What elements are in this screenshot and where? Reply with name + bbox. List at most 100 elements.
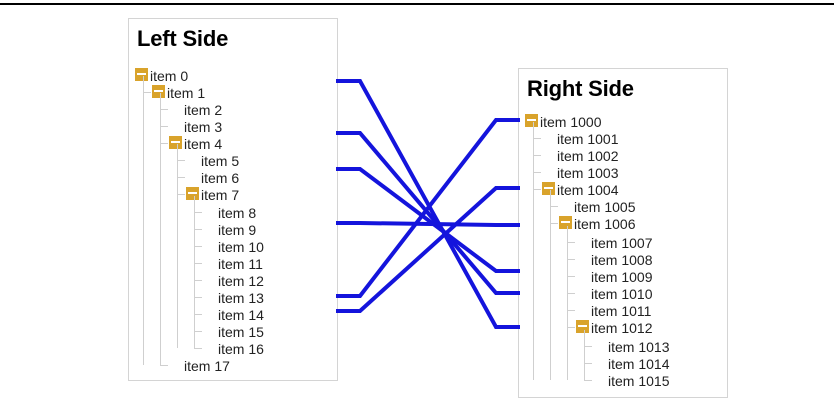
right-tree-node-label: item 1002 <box>557 148 619 165</box>
right-tree-node[interactable]: item 1010 <box>576 285 653 303</box>
link-item9-to-item1006[interactable] <box>336 221 520 227</box>
right-tree-node[interactable]: item 1014 <box>593 355 670 373</box>
top-divider-rule <box>0 3 834 5</box>
right-tree-node-label: item 1014 <box>608 356 670 373</box>
collapse-minus-icon[interactable] <box>525 114 538 127</box>
left-tree-node[interactable]: item 8 <box>203 204 257 222</box>
right-tree-node[interactable]: item 1008 <box>576 251 652 268</box>
left-tree-node[interactable]: item 0 <box>135 67 189 85</box>
right-tree-node[interactable]: item 1007 <box>576 234 653 252</box>
left-tree-node-label: item 5 <box>201 153 240 170</box>
tree-guide-horizontal <box>567 327 575 328</box>
tree-guide-horizontal <box>567 276 575 277</box>
left-tree-node-label: item 4 <box>184 136 223 153</box>
right-tree-node[interactable]: item 1013 <box>593 338 670 356</box>
right-tree-node[interactable]: item 1002 <box>542 147 619 165</box>
right-tree-node[interactable]: item 1005 <box>559 198 635 215</box>
tree-guide-horizontal <box>567 293 575 294</box>
left-tree-node[interactable]: item 2 <box>169 101 223 119</box>
tree-guide-spine <box>567 234 568 380</box>
left-tree-node-label: item 11 <box>218 256 263 273</box>
right-tree-node[interactable]: item 1000 <box>525 113 601 130</box>
right-tree-node[interactable]: item 1012 <box>576 319 652 336</box>
left-tree-node-label: item 2 <box>184 102 223 119</box>
right-tree-node[interactable]: item 1011 <box>576 302 652 320</box>
left-tree-node-label: item 14 <box>218 307 264 324</box>
link-item4-to-item1010[interactable] <box>336 131 520 295</box>
tree-guide-horizontal <box>160 365 168 366</box>
left-tree-node-label: item 7 <box>201 187 240 204</box>
tree-guide-horizontal <box>533 138 541 139</box>
left-tree-node[interactable]: item 4 <box>169 135 223 153</box>
left-tree-node[interactable]: item 6 <box>186 169 239 186</box>
tree-guide-spine <box>533 130 534 380</box>
tree-guide-horizontal <box>533 189 541 190</box>
left-tree-node[interactable]: item 13 <box>203 289 264 306</box>
tree-guide-horizontal <box>194 280 202 281</box>
collapse-minus-icon[interactable] <box>559 216 572 229</box>
tree-guide-spine <box>584 338 585 380</box>
tree-guide-horizontal <box>194 212 202 213</box>
right-panel-title: Right Side <box>527 76 634 101</box>
link-item14-to-item1004[interactable] <box>336 186 520 313</box>
right-tree-node[interactable]: item 1004 <box>542 181 619 199</box>
right-tree-node[interactable]: item 1001 <box>542 130 619 148</box>
tree-guide-spine <box>160 101 161 365</box>
tree-guide-spine <box>143 84 144 365</box>
right-tree-node-label: item 1013 <box>608 339 670 356</box>
collapse-minus-icon[interactable] <box>169 136 182 149</box>
left-tree-node[interactable]: item 3 <box>169 118 222 135</box>
tree-guide-horizontal <box>160 143 168 144</box>
left-tree-node[interactable]: item 16 <box>203 340 264 357</box>
left-tree-node[interactable]: item 11 <box>203 255 263 273</box>
tree-guide-horizontal <box>550 223 558 224</box>
collapse-minus-icon[interactable] <box>186 187 199 200</box>
collapse-minus-icon[interactable] <box>576 320 589 333</box>
left-tree-node-label: item 0 <box>150 68 189 85</box>
right-tree-node[interactable]: item 1003 <box>542 164 619 182</box>
left-tree-node[interactable]: item 17 <box>169 357 230 374</box>
left-tree-node-label: item 8 <box>218 205 257 222</box>
right-tree-node-label: item 1007 <box>591 235 653 252</box>
left-tree-node[interactable]: item 14 <box>203 306 264 324</box>
tree-guide-horizontal <box>177 194 185 195</box>
collapse-minus-icon[interactable] <box>152 85 165 98</box>
link-item1-to-item1012[interactable] <box>336 79 520 329</box>
right-tree-node-label: item 1010 <box>591 286 653 303</box>
left-panel-title: Left Side <box>137 26 229 51</box>
right-tree-node-label: item 1003 <box>557 165 619 182</box>
right-tree-node-label: item 1011 <box>591 303 652 320</box>
tree-guide-horizontal <box>143 92 151 93</box>
right-tree-node-label: item 1004 <box>557 182 619 199</box>
left-tree-node[interactable]: item 15 <box>203 323 264 341</box>
tree-guide-horizontal <box>584 363 592 364</box>
tree-guide-horizontal <box>194 263 202 264</box>
left-tree-node[interactable]: item 12 <box>203 272 264 290</box>
tree-guide-spine <box>194 204 195 348</box>
link-item6-to-item1009[interactable] <box>336 167 520 273</box>
tree-guide-horizontal <box>160 126 168 127</box>
tree-guide-horizontal <box>177 160 185 161</box>
left-tree-node-label: item 10 <box>218 239 264 256</box>
left-tree-node-label: item 15 <box>218 324 264 341</box>
right-tree-node[interactable]: item 1006 <box>559 215 635 232</box>
left-tree-node-label: item 12 <box>218 273 264 290</box>
right-tree-node[interactable]: item 1015 <box>593 372 670 390</box>
collapse-minus-icon[interactable] <box>542 182 555 195</box>
left-tree-node[interactable]: item 9 <box>203 221 256 238</box>
right-tree-node-label: item 1015 <box>608 373 670 390</box>
tree-guide-horizontal <box>194 246 202 247</box>
link-item13-to-item1000[interactable] <box>336 118 520 298</box>
right-tree-node[interactable]: item 1009 <box>576 268 652 285</box>
tree-guide-horizontal <box>567 259 575 260</box>
collapse-minus-icon[interactable] <box>135 68 148 81</box>
right-tree-node-label: item 1001 <box>557 131 619 148</box>
left-tree-node[interactable]: item 1 <box>152 84 205 101</box>
left-tree-node[interactable]: item 10 <box>203 238 264 256</box>
tree-guide-horizontal <box>177 177 185 178</box>
left-tree-node[interactable]: item 7 <box>186 186 240 204</box>
left-tree-node[interactable]: item 5 <box>186 152 240 170</box>
